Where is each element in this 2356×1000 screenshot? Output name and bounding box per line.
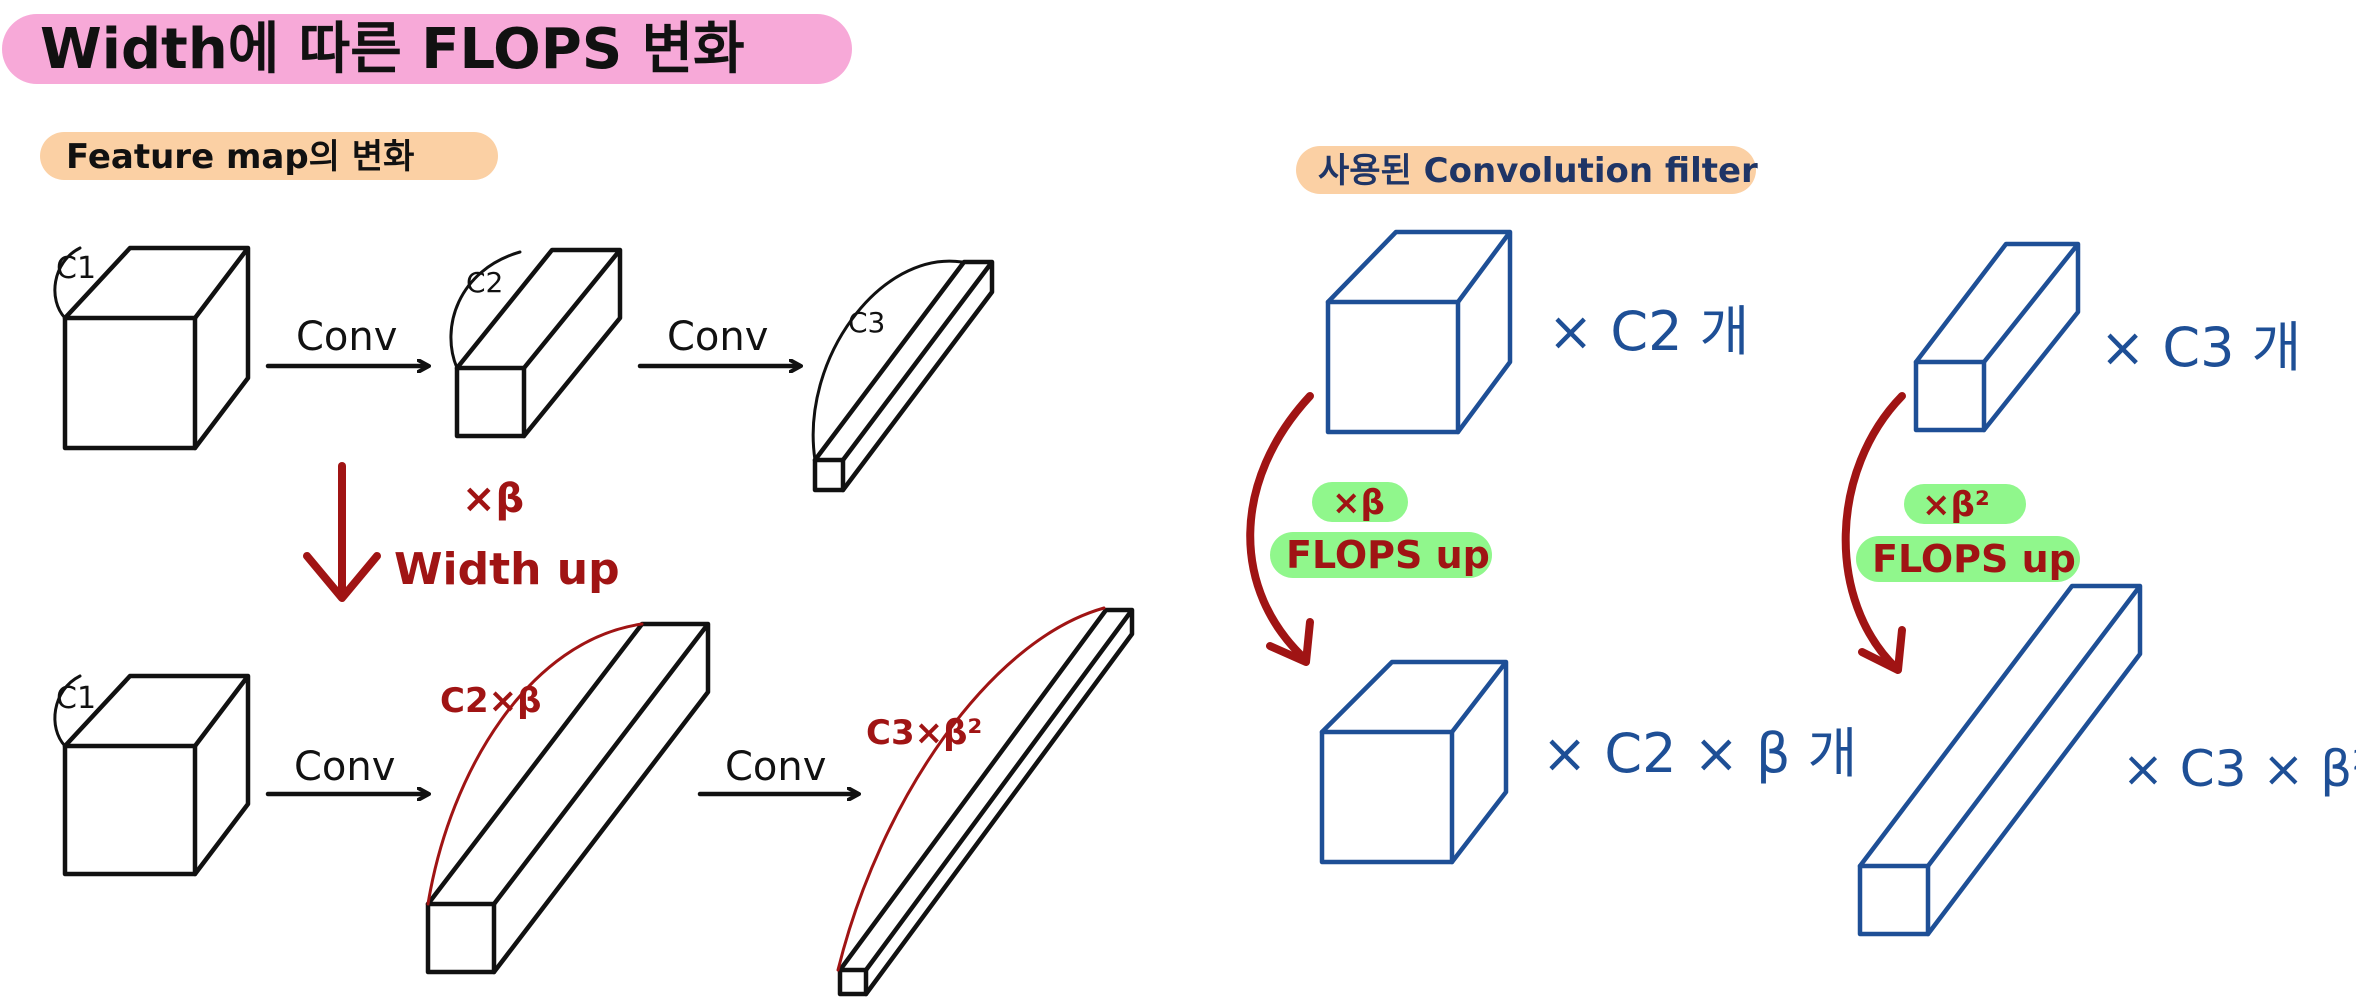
feature-map-top-2 — [449, 247, 623, 439]
filter-1-bottom — [1319, 659, 1509, 865]
c2-beta-bracket — [426, 622, 644, 906]
filter-1-top-count: × C2 개 — [1548, 300, 1749, 363]
feature-map-top-3 — [811, 259, 995, 493]
feature-map-heading-highlight — [40, 132, 498, 180]
filter-1-flops-arrow — [1246, 392, 1314, 666]
feature-map-bottom-2 — [425, 621, 711, 975]
filter-1-flops-highlight — [1270, 532, 1492, 578]
conv-label-bottom-2: Conv — [725, 744, 826, 790]
filter-2-flops-label: FLOPS up — [1872, 537, 2076, 581]
page-title: Width에 따른 FLOPS 변화 — [40, 17, 745, 82]
conv-label-top-2: Conv — [667, 314, 768, 360]
label-c1-bottom: C1 — [56, 681, 96, 716]
filter-2-flops-factor: ×β² — [1922, 485, 1990, 525]
title-block: Width에 따른 FLOPS 변화 — [2, 14, 852, 84]
filter-2-top-count: × C3 개 — [2100, 316, 2301, 379]
label-c3-beta-sq: C3×β² — [866, 713, 982, 753]
c3-beta-sq-bracket — [836, 606, 1106, 972]
filter-2-bottom — [1857, 583, 2143, 937]
feature-map-bottom-1 — [53, 673, 251, 877]
filter-1-factor-highlight — [1312, 482, 1408, 522]
label-c1-top: C1 — [56, 251, 96, 286]
filter-1-top — [1325, 229, 1513, 435]
width-up-label: Width up — [394, 544, 620, 595]
title-highlight — [2, 14, 852, 84]
filter-2-factor-highlight — [1904, 484, 2026, 524]
filter-heading-block: 사용된 Convolution filter — [1296, 146, 1758, 194]
feature-map-heading-block: Feature map의 변화 — [40, 132, 498, 180]
feature-map-bottom-3 — [837, 607, 1135, 997]
filter-1-bottom-count: × C2 × β 개 — [1542, 722, 1857, 785]
width-up-factor: ×β — [462, 476, 524, 522]
filter-1-flops-factor: ×β — [1332, 483, 1385, 523]
filter-2-top — [1913, 241, 2081, 433]
feature-map-heading: Feature map의 변화 — [66, 137, 414, 177]
filter-heading: 사용된 Convolution filter — [1318, 151, 1758, 191]
filter-1-flops-label: FLOPS up — [1286, 533, 1490, 577]
filter-2-flops-arrow — [1841, 392, 1906, 674]
filter-2-flops-highlight — [1856, 536, 2080, 582]
conv-label-bottom-1: Conv — [294, 744, 395, 790]
feature-map-top-1 — [53, 245, 251, 451]
filter-2-bottom-count: × C3 × β² 개 — [2122, 740, 2356, 798]
width-up-arrow — [303, 462, 381, 602]
label-c3-top: C3 — [848, 306, 885, 339]
filter-heading-highlight — [1296, 146, 1756, 194]
label-c2-beta: C2×β — [440, 681, 541, 721]
label-c2-top: C2 — [466, 266, 503, 299]
conv-label-top-1: Conv — [296, 314, 397, 360]
